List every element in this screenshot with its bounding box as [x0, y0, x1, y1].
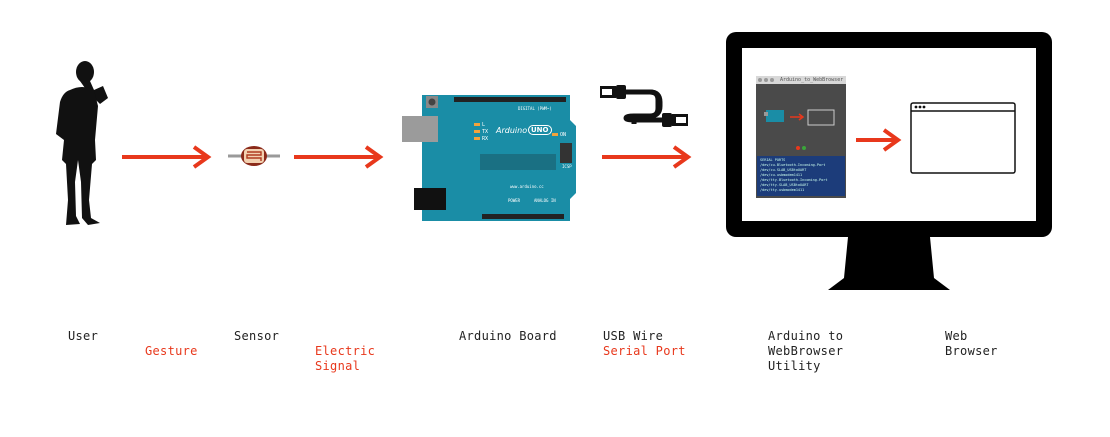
- browser-window-icon: [910, 102, 1016, 174]
- board-icsp: ICSP: [562, 164, 572, 169]
- board-rx: RX: [482, 136, 489, 142]
- usb-cable-icon: [600, 85, 688, 127]
- board-tx: TX: [482, 129, 489, 135]
- label-web-browser: Web Browser: [945, 329, 998, 358]
- arrow-electric-signal: [294, 145, 384, 169]
- window-close-icon[interactable]: [758, 78, 762, 82]
- utility-title: Arduino_to_WebBrowser: [780, 77, 844, 83]
- window-minimize-icon[interactable]: [764, 78, 768, 82]
- console-line: /dev/tty.SLAB_USBtoUART: [760, 183, 809, 187]
- board-analog-label: ANALOG IN: [534, 198, 556, 203]
- console-line: /dev/cu.SLAB_USBtoUART: [760, 168, 807, 172]
- console-line: SERIAL PORTS: [760, 158, 786, 162]
- label-utility: Arduino to WebBrowser Utility: [768, 329, 844, 373]
- console-line: /dev/tty.Bluetooth-Incoming-Port: [760, 178, 828, 182]
- console-line: /dev/tty.usbmodem1411: [760, 188, 805, 192]
- label-gesture: Gesture: [145, 344, 198, 358]
- utility-console: SERIAL PORTS /dev/cu.Bluetooth-Incoming-…: [757, 156, 845, 196]
- utility-titlebar: Arduino_to_WebBrowser: [756, 76, 846, 84]
- console-line: /dev/cu.usbmodem1411: [760, 173, 803, 177]
- label-user: User: [68, 329, 99, 343]
- label-serial-port: Serial Port: [603, 344, 686, 358]
- arrow-gesture: [122, 145, 212, 169]
- label-sensor: Sensor: [234, 329, 280, 343]
- board-brand: Arduino: [496, 126, 528, 135]
- sensor-icon: [228, 146, 280, 166]
- user-silhouette-icon: [56, 61, 108, 225]
- board-on: ON: [560, 132, 567, 138]
- label-electric-signal: Electric Signal: [315, 344, 376, 373]
- board-digital-label: DIGITAL (PWM~): [518, 106, 552, 111]
- window-zoom-icon[interactable]: [770, 78, 774, 82]
- utility-window: Arduino_to_WebBrowser SERIAL PORTS /dev/…: [756, 76, 846, 198]
- label-arduino-board: Arduino Board: [459, 329, 557, 343]
- console-line: /dev/cu.Bluetooth-Incoming-Port: [760, 163, 826, 167]
- arrow-utility-to-browser: [856, 128, 902, 152]
- board-model: UNO: [528, 125, 552, 135]
- label-usb-wire: USB Wire: [603, 329, 664, 343]
- arduino-board: Arduino UNO TX RX L ON ICSP DIGITAL (PWM…: [400, 88, 580, 228]
- arrow-serial-port: [602, 145, 692, 169]
- board-url: www.arduino.cc: [510, 184, 544, 189]
- board-power-label: POWER: [508, 198, 521, 203]
- board-l: L: [482, 122, 486, 128]
